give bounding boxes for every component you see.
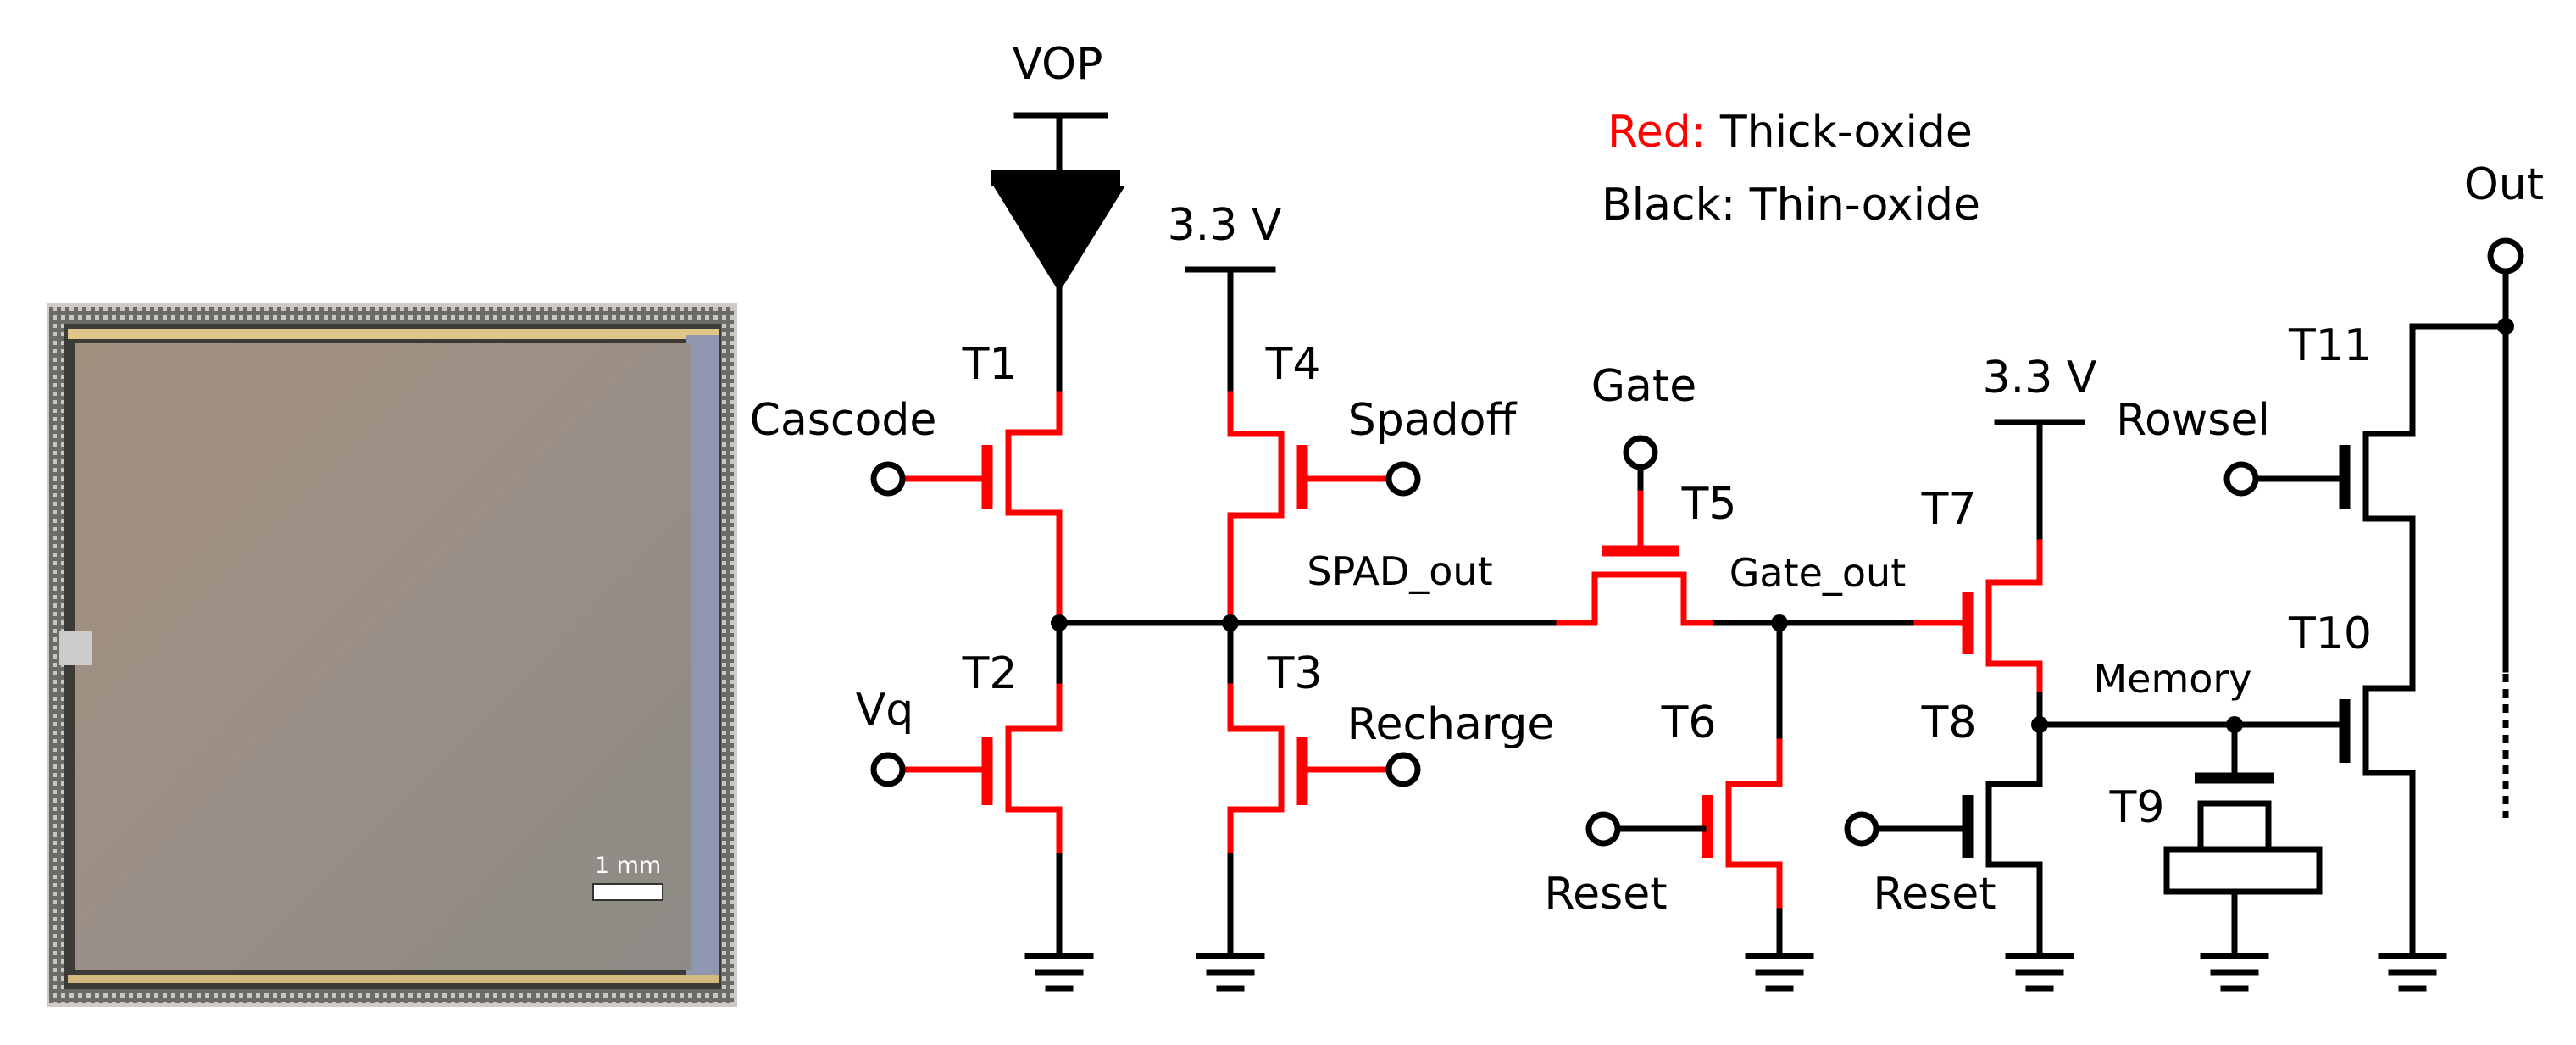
reset-terminal-1 xyxy=(1585,811,1621,847)
t9-label: T9 xyxy=(2109,782,2165,833)
transistor-t3 xyxy=(1227,620,1421,957)
vq-terminal xyxy=(870,752,906,787)
memory-label: Memory xyxy=(2093,656,2251,702)
t4-label: T4 xyxy=(1265,339,1321,390)
legend-thin-oxide: Black: Thin-oxide xyxy=(1602,180,1980,231)
transistor-t8 xyxy=(1844,721,2043,957)
t11-label: T11 xyxy=(2288,320,2372,371)
spadoff-label: Spadoff xyxy=(1348,395,1518,446)
rowsel-label: Rowsel xyxy=(2116,395,2270,446)
vdd-label-2: 3.3 V xyxy=(1983,353,2097,403)
spadoff-terminal xyxy=(1385,461,1421,497)
chip-photo: 1 mm xyxy=(47,303,737,1007)
ground-symbol-5 xyxy=(2200,953,2269,992)
spad-out-label: SPAD_out xyxy=(1307,548,1492,594)
output-column-bus xyxy=(2487,237,2524,818)
transistor-t5 xyxy=(1556,435,1719,626)
spad-diode xyxy=(991,112,1125,397)
t6-label: T6 xyxy=(1661,698,1717,748)
transistor-t9 xyxy=(2163,721,2323,957)
gate-out-net xyxy=(1713,614,1920,745)
transistor-t6 xyxy=(1585,738,1783,957)
t3-label: T3 xyxy=(1267,648,1323,699)
reset-terminal-2 xyxy=(1844,811,1879,847)
vq-label: Vq xyxy=(856,685,914,736)
t8-label: T8 xyxy=(1921,698,1977,748)
recharge-label: Recharge xyxy=(1347,699,1555,750)
memory-net xyxy=(2031,716,2340,733)
recharge-terminal xyxy=(1385,752,1421,787)
transistor-t1 xyxy=(870,391,1063,626)
vop-label: VOP xyxy=(1013,39,1103,90)
cascode-label: Cascode xyxy=(750,395,937,446)
transistor-t7 xyxy=(1913,419,2085,728)
reset-label-1: Reset xyxy=(1544,869,1667,920)
spad-out-net xyxy=(1051,614,1563,631)
transistor-t11 xyxy=(2223,323,2509,522)
gate-terminal xyxy=(1623,435,1658,470)
transistor-t2 xyxy=(870,620,1063,957)
ground-symbol-3 xyxy=(1745,953,1814,992)
cascode-terminal xyxy=(870,461,906,497)
transistor-t10 xyxy=(2339,515,2416,957)
ground-symbol-4 xyxy=(2005,953,2074,992)
ground-symbol-2 xyxy=(1196,953,1265,992)
out-terminal xyxy=(2487,237,2524,275)
scale-bar: 1 mm xyxy=(592,853,663,901)
legend-thick-oxide: Red: Thick-oxide xyxy=(1607,107,1973,158)
vdd-label-1: 3.3 V xyxy=(1168,200,1282,251)
out-label: Out xyxy=(2464,159,2544,210)
t5-label: T5 xyxy=(1681,479,1737,530)
reset-label-2: Reset xyxy=(1873,869,1996,920)
gate-out-label: Gate_out xyxy=(1729,550,1907,596)
t7-label: T7 xyxy=(1921,484,1977,535)
t10-label: T10 xyxy=(2288,609,2372,659)
rowsel-terminal xyxy=(2223,461,2259,497)
gate-label: Gate xyxy=(1591,361,1697,412)
transistor-t4 xyxy=(1185,266,1421,626)
ground-symbol-6 xyxy=(2378,953,2447,992)
ground-symbol-1 xyxy=(1024,953,1094,992)
t2-label: T2 xyxy=(962,648,1018,699)
scale-bar-label: 1 mm xyxy=(595,853,661,879)
t1-label: T1 xyxy=(962,339,1018,390)
